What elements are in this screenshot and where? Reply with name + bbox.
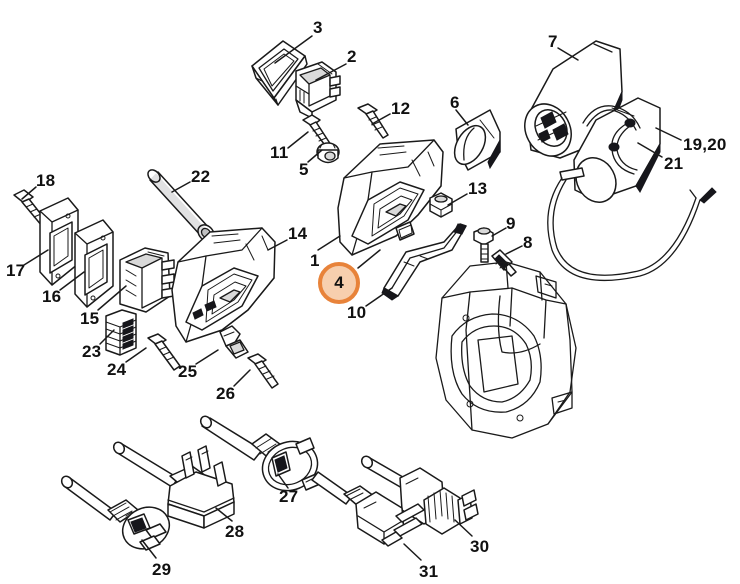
callout-label-26[interactable]: 26 — [216, 384, 236, 403]
callout-label-24[interactable]: 24 — [107, 360, 127, 379]
callout-label-19-20[interactable]: 19,20 — [683, 135, 727, 154]
callout-label-18[interactable]: 18 — [36, 171, 56, 190]
leader-line-13 — [447, 193, 468, 206]
leader-line-17 — [23, 249, 49, 266]
callout-label-6[interactable]: 6 — [450, 93, 460, 112]
leader-line-7 — [557, 47, 579, 61]
part-5-grommet — [316, 142, 340, 164]
leader-line-4 — [357, 249, 381, 269]
leader-line-1 — [317, 235, 341, 251]
callout-label-25[interactable]: 25 — [178, 362, 198, 381]
leader-line-30 — [454, 519, 473, 537]
callout-label-8[interactable]: 8 — [523, 233, 533, 252]
part-23-terminal-block — [105, 309, 137, 356]
callout-label-12[interactable]: 12 — [391, 99, 411, 118]
part-13-nut — [429, 192, 453, 218]
part-9-screw — [473, 227, 494, 263]
part-6-bearing — [453, 109, 501, 171]
callout-label-21[interactable]: 21 — [664, 154, 684, 173]
callout-label-23[interactable]: 23 — [82, 342, 102, 361]
part-16-frame-plate — [74, 219, 114, 308]
leader-line-9 — [491, 227, 507, 237]
leader-line-15 — [97, 285, 127, 311]
part-22-tube — [147, 169, 215, 242]
leader-line-28 — [215, 507, 233, 522]
leader-line-2 — [315, 63, 347, 81]
callout-label-14[interactable]: 14 — [288, 224, 308, 243]
leader-line-18 — [21, 186, 37, 200]
part-28-cord-uk — [112, 441, 235, 529]
leader-line-23 — [99, 329, 115, 345]
part-21-motor-leads — [547, 105, 717, 282]
callout-label-16[interactable]: 16 — [42, 287, 62, 306]
leader-line-25 — [195, 349, 219, 365]
part-3-gasket — [251, 40, 308, 106]
leader-line-8 — [505, 245, 523, 255]
leader-line-14 — [267, 239, 288, 251]
callout-label-15[interactable]: 15 — [80, 309, 100, 328]
callout-label-2[interactable]: 2 — [347, 47, 357, 66]
part-25-cable-clamp — [219, 325, 249, 359]
part-17-cover-plate — [39, 197, 79, 286]
part-29-cord-au — [60, 475, 171, 551]
callout-label-3[interactable]: 3 — [313, 18, 323, 37]
part-fan-housing — [435, 261, 577, 439]
leader-line-29 — [141, 539, 157, 559]
leader-line-24 — [125, 347, 147, 363]
callout-label-29[interactable]: 29 — [152, 560, 172, 579]
callout-leader-lines — [21, 35, 682, 561]
leader-line-16 — [59, 271, 85, 291]
part-27-cord-schuko — [199, 415, 321, 492]
part-26-screw — [247, 353, 279, 389]
part-2-switch — [295, 61, 341, 119]
callout-label-5[interactable]: 5 — [299, 160, 309, 179]
highlighted-part-marker[interactable]: 4 — [318, 262, 360, 304]
callout-label-7[interactable]: 7 — [548, 32, 558, 51]
callout-label-9[interactable]: 9 — [506, 214, 516, 233]
callout-label-11[interactable]: 11 — [270, 143, 289, 162]
callout-label-1[interactable]: 1 — [310, 251, 320, 270]
part-1-housing-right — [337, 139, 444, 256]
callout-label-31[interactable]: 31 — [419, 562, 439, 581]
callout-label-22[interactable]: 22 — [191, 167, 211, 186]
callout-label-13[interactable]: 13 — [468, 179, 488, 198]
callout-label-27[interactable]: 27 — [279, 487, 299, 506]
leader-line-19-20 — [655, 127, 682, 141]
leader-line-5 — [307, 149, 323, 163]
leader-line-12 — [371, 113, 391, 125]
leader-line-6 — [455, 109, 469, 126]
highlight-number: 4 — [334, 273, 344, 292]
callout-label-17[interactable]: 17 — [6, 261, 26, 280]
leader-line-22 — [171, 181, 191, 193]
part-24-screw — [147, 333, 181, 371]
part-31-cord-us — [311, 471, 425, 547]
leader-line-27 — [277, 473, 289, 489]
leader-line-3 — [274, 35, 313, 64]
leader-line-31 — [403, 543, 422, 561]
leader-line-26 — [233, 369, 251, 387]
part-12-screw — [357, 103, 389, 139]
callout-label-10[interactable]: 10 — [347, 303, 367, 322]
part-14-housing-left — [171, 227, 276, 343]
leader-line-11 — [287, 131, 309, 149]
callout-label-30[interactable]: 30 — [470, 537, 490, 556]
part-10-retainer-clip — [381, 223, 467, 301]
part-15-switch-module — [119, 247, 175, 313]
leader-line-21 — [637, 142, 663, 158]
leader-line-10 — [365, 287, 393, 307]
callout-label-28[interactable]: 28 — [225, 522, 245, 541]
